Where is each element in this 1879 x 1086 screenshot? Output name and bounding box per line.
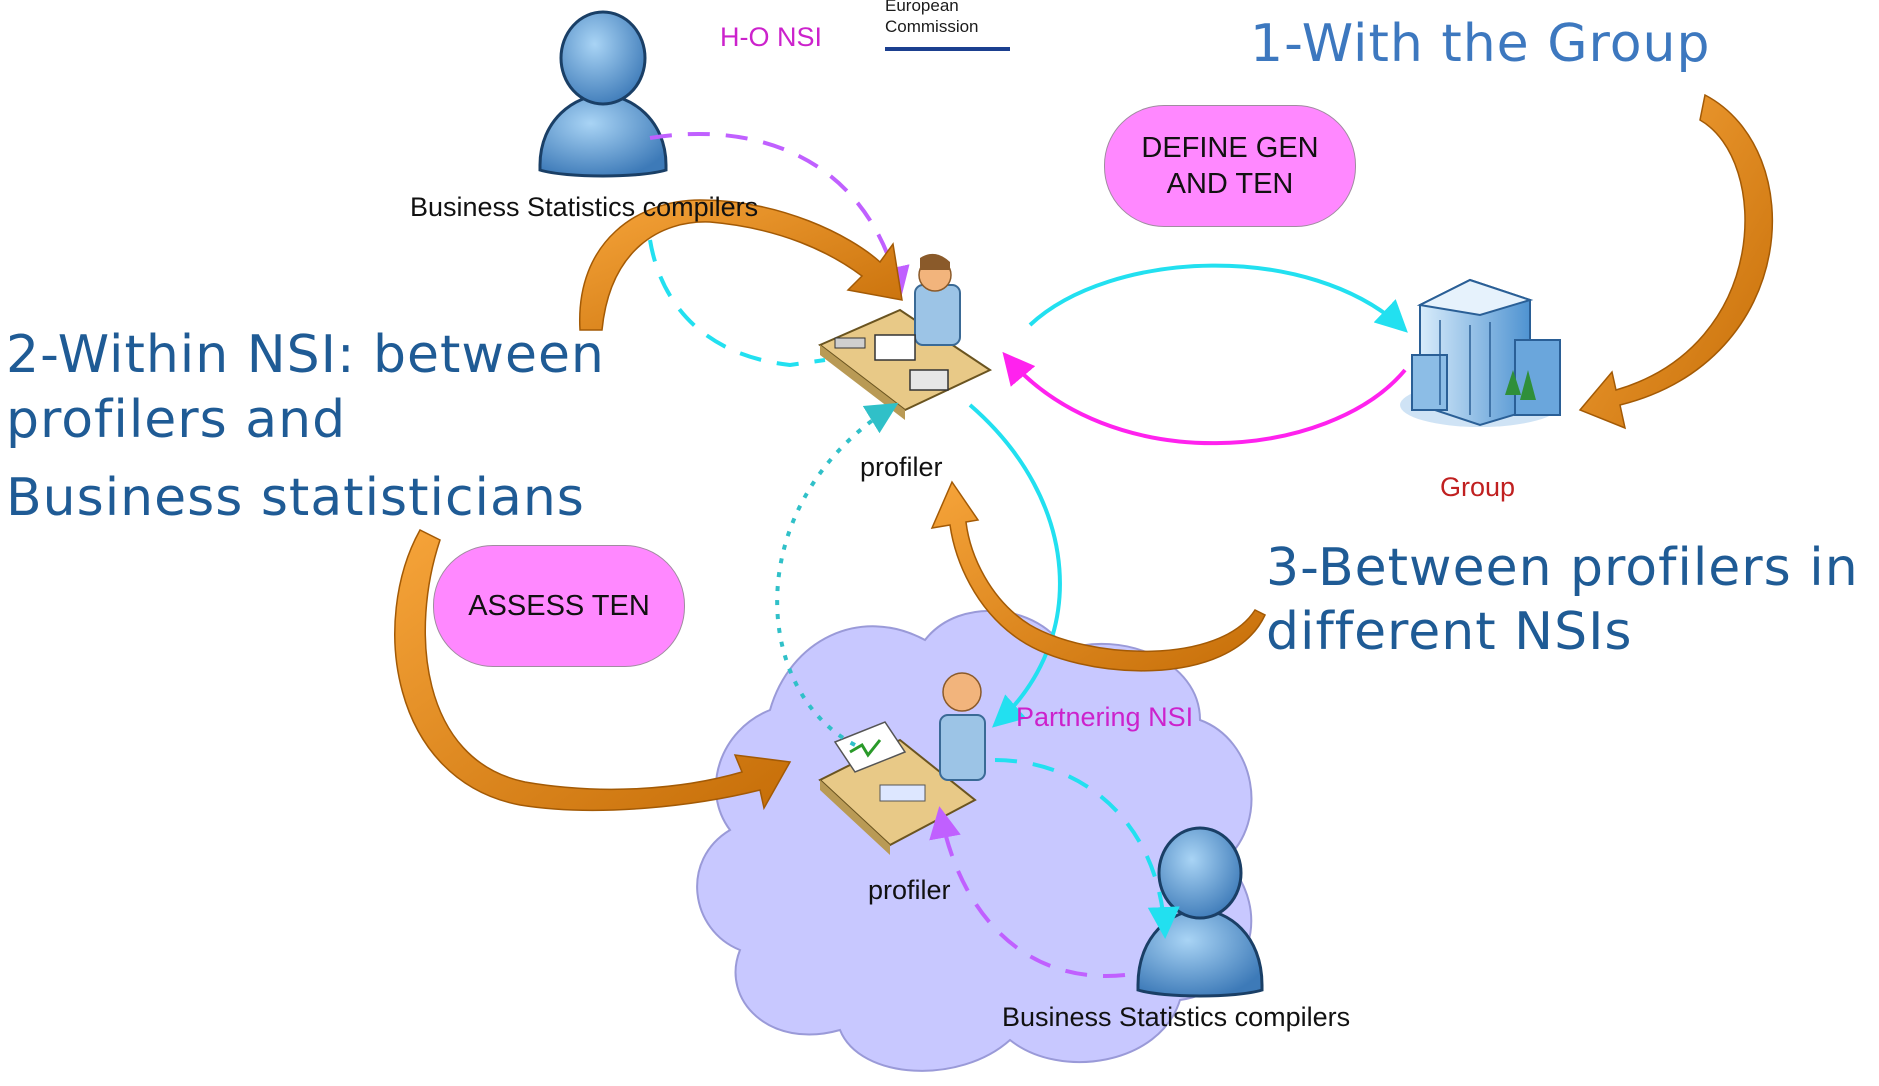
orange-arrow-to-group [1578, 93, 1773, 430]
define-pill-line1: DEFINE GEN [1141, 132, 1319, 164]
heading-between-nsis-line2: different NSIs [1266, 602, 1633, 662]
partnering-nsi-cloud [696, 609, 1253, 1072]
group-building-icon [1400, 278, 1561, 427]
cyan-arrow-to-group [1028, 263, 1408, 333]
cyan-dashed-arrow-bottom [994, 758, 1180, 939]
compilers-bottom-label: Business Statistics compilers [1002, 1002, 1351, 1032]
define-gen-ten-pill: DEFINE GEN AND TEN [1104, 105, 1356, 227]
compilers-top-label: Business Statistics compilers [410, 192, 759, 222]
org-name-line1: European [885, 0, 959, 15]
heading-within-nsi-line2: profilers and [6, 390, 347, 450]
profiler-bottom-label: profiler [868, 875, 951, 905]
compilers-top-person-icon [538, 10, 668, 178]
profiler-top-desk-icon [818, 253, 993, 420]
heading-between-nsis-line1: 3-Between profilers in [1266, 538, 1859, 598]
heading-with-group: 1-With the Group [1250, 14, 1711, 74]
heading-within-nsi-line1: 2-Within NSI: between [6, 325, 605, 385]
cyan-arrow-to-partner [968, 403, 1062, 728]
define-pill-line2: AND TEN [1166, 168, 1294, 200]
ho-nsi-label: H-O NSI [720, 22, 823, 52]
heading-within-nsi-line3: Business statisticians [6, 468, 585, 528]
orange-arrow-within-top [579, 199, 903, 331]
magenta-arrow-from-group [1002, 351, 1407, 446]
commission-logo-bar [885, 47, 1010, 51]
teal-dotted-arrow-to-top [775, 402, 899, 747]
violet-dashed-arrow-top [649, 131, 910, 299]
orange-arrow-assess [394, 529, 792, 812]
orange-arrow-between-nsis [930, 480, 1266, 672]
org-name-line2: Commission [885, 17, 979, 36]
profiler-top-label: profiler [860, 452, 943, 482]
group-label: Group [1440, 472, 1516, 502]
partnering-nsi-label: Partnering NSI [1016, 702, 1194, 732]
assess-pill-label: ASSESS TEN [468, 590, 650, 622]
assess-ten-pill: ASSESS TEN [433, 545, 685, 667]
cyan-dashed-arc-top [648, 239, 826, 368]
violet-dashed-arrow-bottom [929, 806, 1126, 978]
